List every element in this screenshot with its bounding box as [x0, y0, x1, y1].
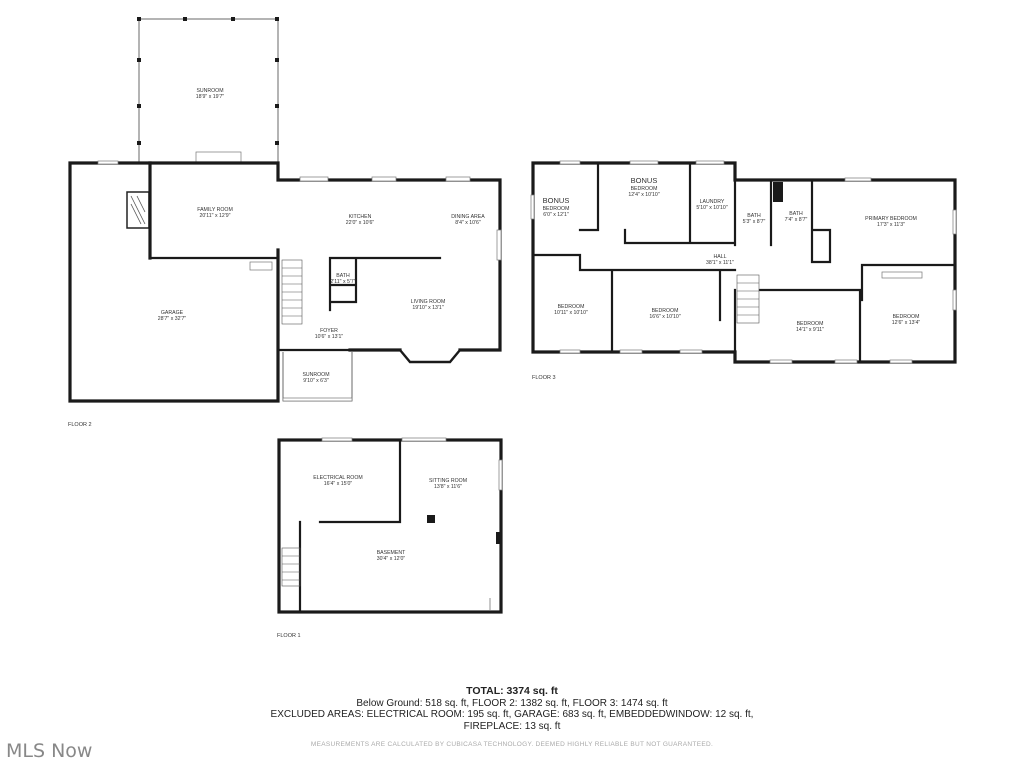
- laundry-name: LAUNDRY: [700, 199, 725, 205]
- floor-1-exterior-walls: [277, 438, 503, 614]
- basement-name: BASEMENT: [377, 550, 406, 556]
- hall-dims: 38'1" x 11'1": [706, 260, 734, 266]
- sitting-room-dims: 13'8" x 11'6": [434, 484, 462, 490]
- bonus-small-title: BONUS: [543, 196, 570, 205]
- kitchen-name: KITCHEN: [349, 214, 372, 220]
- sunroom-door: [195, 151, 242, 163]
- family-room-name: FAMILY ROOM: [197, 207, 233, 213]
- floor-1-stairs: [281, 547, 301, 587]
- bath-f2-dims: 2'11" x 5'7": [330, 279, 355, 285]
- area-summary: TOTAL: 3374 sq. ft Below Ground: 518 sq.…: [0, 685, 1024, 751]
- kitchen-dims: 22'0" x 10'6": [346, 220, 375, 226]
- floor-1-column: [427, 515, 435, 523]
- floor-2-label: FLOOR 2: [68, 422, 92, 428]
- sunroom-posts: [137, 17, 279, 145]
- bedroom-a-dims: 10'11" x 10'10": [554, 310, 588, 316]
- sunroom-bottom-dims: 9'10" x 6'3": [303, 378, 329, 384]
- living-room-name: LIVING ROOM: [411, 299, 446, 305]
- family-room-dims: 20'11" x 12'9": [200, 213, 231, 219]
- floor-3-stairs: [736, 274, 760, 324]
- foyer-dims: 10'6" x 13'1": [315, 334, 344, 340]
- bath1-dims: 5'3" x 8'7": [743, 219, 766, 225]
- dining-area-name: DINING AREA: [451, 214, 485, 220]
- floor-1-label: FLOOR 1: [277, 633, 301, 639]
- electrical-room-name: ELECTRICAL ROOM: [313, 475, 362, 481]
- total-area: TOTAL: 3374 sq. ft: [466, 685, 558, 697]
- sunroom-top-dims: 18'9" x 19'7": [196, 94, 225, 100]
- bedroom-b-name: BEDROOM: [652, 308, 679, 314]
- bonus-bedroom-name: BEDROOM: [631, 186, 658, 192]
- bedroom-c-name: BEDROOM: [797, 321, 824, 327]
- basement-dims: 30'4" x 12'0": [377, 556, 406, 562]
- bath1-name: BATH: [747, 213, 761, 219]
- excluded-areas-cont: FIREPLACE: 13 sq. ft: [463, 720, 561, 732]
- bedroom-d-name: BEDROOM: [893, 314, 920, 320]
- living-room-dims: 19'10" x 13'1": [412, 305, 443, 311]
- sunroom-top-name: SUNROOM: [196, 88, 223, 94]
- bonus-small-dims: 6'0" x 12'1": [543, 212, 569, 218]
- primary-bedroom-name: PRIMARY BEDROOM: [865, 216, 917, 222]
- laundry-dims: 5'10" x 10'10": [696, 205, 727, 211]
- foyer-name: FOYER: [320, 328, 338, 334]
- floor-3-exterior-walls: [531, 161, 957, 364]
- floor-3-label: FLOOR 3: [532, 375, 556, 381]
- primary-bedroom-dims: 17'3" x 11'3": [877, 222, 905, 228]
- electrical-room-dims: 16'4" x 15'0": [324, 481, 353, 487]
- hall-name: HALL: [714, 254, 727, 260]
- bath2-dims: 7'4" x 8'7": [785, 217, 808, 223]
- bedroom-a-name: BEDROOM: [558, 304, 585, 310]
- sitting-room-name: SITTING ROOM: [429, 478, 467, 484]
- bath2-name: BATH: [789, 211, 803, 217]
- garage-dims: 28'7" x 32'7": [158, 316, 187, 322]
- main-house-walls: [148, 161, 502, 352]
- floor-2-plan: SUNROOM 18'9" x 19'7" FAMILY ROOM 20'11"…: [68, 17, 502, 428]
- sunroom-bottom-name: SUNROOM: [302, 372, 329, 378]
- floor-1-plan: ELECTRICAL ROOM 16'4" x 15'0" SITTING RO…: [277, 437, 503, 639]
- floor-3-plan: BONUS BEDROOM 6'0" x 12'1" BONUS BEDROOM…: [530, 160, 957, 381]
- dining-area-dims: 8'4" x 10'6": [455, 220, 481, 226]
- floor-2-stairs: [281, 259, 303, 325]
- bedroom-c-dims: 14'1" x 9'11": [796, 327, 824, 333]
- bath-f2-name: BATH: [336, 273, 350, 279]
- excluded-areas: EXCLUDED AREAS: ELECTRICAL ROOM: 195 sq.…: [270, 709, 754, 720]
- bedroom-d-dims: 12'6" x 13'4": [892, 320, 921, 326]
- bonus-bedroom-title: BONUS: [631, 176, 658, 185]
- bonus-small-name: BEDROOM: [543, 206, 570, 212]
- bonus-bedroom-dims: 12'4" x 10'10": [628, 192, 659, 198]
- mls-now-logo: MLS Now: [6, 740, 93, 762]
- bedroom-b-dims: 16'6" x 10'10": [649, 314, 680, 320]
- garage-name: GARAGE: [161, 310, 184, 316]
- garage-walls: [68, 161, 280, 403]
- disclaimer: MEASUREMENTS ARE CALCULATED BY CUBICASA …: [310, 741, 714, 748]
- floor-3-chimney: [773, 182, 783, 202]
- area-breakdown: Below Ground: 518 sq. ft, FLOOR 2: 1382 …: [356, 697, 668, 709]
